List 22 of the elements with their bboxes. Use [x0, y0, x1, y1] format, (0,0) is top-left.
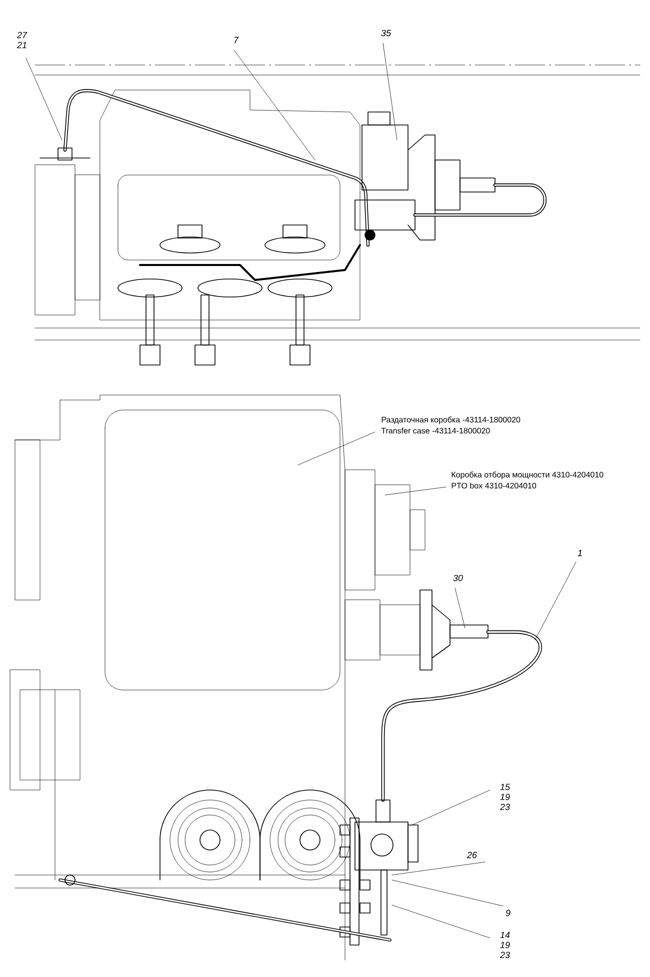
leader-line: [392, 880, 504, 906]
callout-number: 14 19 23: [500, 932, 510, 958]
leader-line: [392, 904, 490, 938]
leader-line: [534, 562, 576, 640]
callout-number: 9: [506, 910, 510, 916]
part-label: Коробка отбора мощности 4310-4204010 PTO box 4310-4204010: [452, 472, 604, 488]
leader-line: [412, 790, 490, 826]
callout-number: 35: [381, 30, 392, 36]
leader-line: [298, 432, 376, 466]
leader-line: [384, 486, 446, 496]
callout-number: 27 21: [16, 32, 28, 48]
callout-number: 1: [578, 550, 582, 556]
part-label: Раздаточная коробка -43114-1800020 Transfer case -43114-1800020: [381, 416, 520, 434]
leader-line: [454, 588, 466, 628]
leader-line: [382, 42, 398, 140]
leader-line: [234, 50, 316, 160]
callout-number: 15 19 23: [500, 784, 510, 810]
callout-number: 30: [453, 574, 463, 582]
callout-number: 7: [234, 36, 239, 44]
leader-line: [26, 58, 62, 140]
leader-line: [392, 862, 486, 876]
callout-number: 26: [466, 852, 477, 858]
